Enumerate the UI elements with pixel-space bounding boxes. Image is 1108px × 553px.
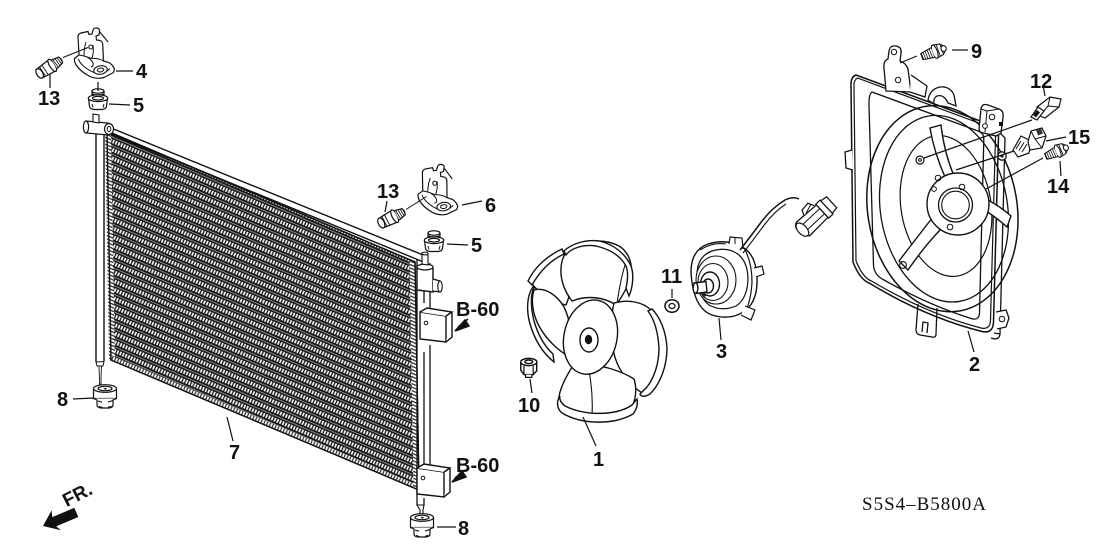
svg-text:4: 4 [136, 61, 148, 83]
svg-text:8: 8 [57, 389, 68, 411]
svg-text:6: 6 [485, 195, 496, 217]
svg-text:14: 14 [1047, 176, 1070, 198]
svg-text:11: 11 [661, 266, 682, 288]
svg-text:10: 10 [518, 395, 540, 417]
svg-text:3: 3 [716, 341, 727, 363]
svg-text:B-60: B-60 [456, 299, 499, 321]
svg-text:12: 12 [1030, 71, 1052, 93]
svg-text:2: 2 [969, 354, 980, 376]
svg-text:5: 5 [133, 95, 144, 117]
svg-text:5: 5 [471, 235, 482, 257]
svg-text:1: 1 [593, 449, 604, 471]
svg-text:S5S4–B5800A: S5S4–B5800A [862, 494, 987, 515]
svg-text:15: 15 [1068, 127, 1090, 149]
svg-text:B-60: B-60 [456, 455, 499, 477]
svg-text:7: 7 [229, 442, 240, 464]
svg-text:9: 9 [971, 41, 982, 63]
svg-text:13: 13 [38, 88, 60, 110]
svg-text:13: 13 [377, 181, 399, 203]
svg-text:8: 8 [458, 518, 469, 540]
